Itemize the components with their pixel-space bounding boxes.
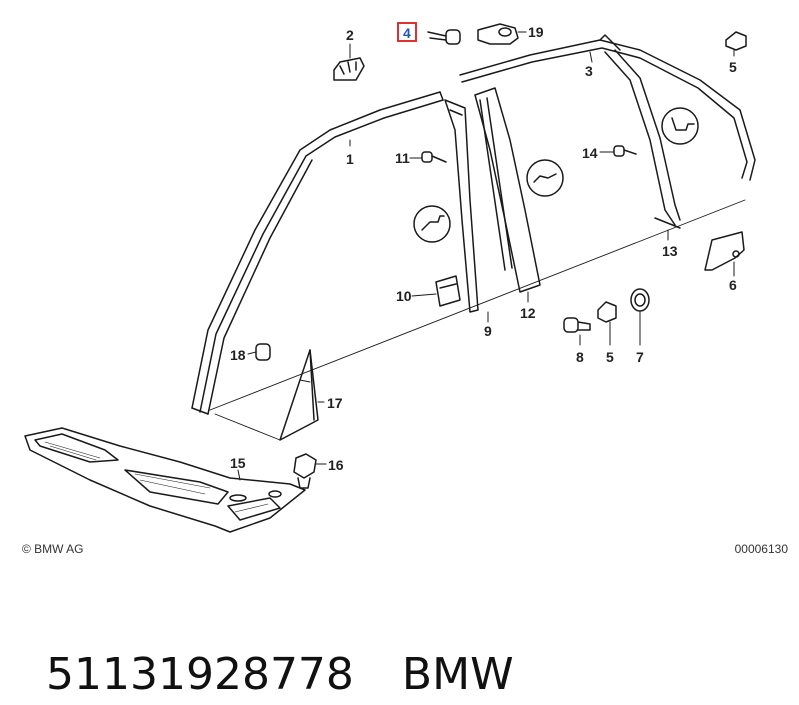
callout-18: 18 (230, 347, 246, 363)
part-13-window-channel (604, 49, 681, 229)
callout-1: 1 (346, 151, 354, 167)
part-7-grommet (630, 288, 650, 312)
part-5-plug-mid (597, 301, 617, 323)
part-14-screw (613, 145, 637, 157)
callout-15: 15 (230, 455, 246, 471)
callout-2: 2 (346, 27, 354, 43)
part-1-window-frame-trim (191, 91, 444, 415)
callout-14: 14 (582, 145, 598, 161)
part-4-screw (427, 29, 461, 45)
part-10-block (435, 275, 461, 307)
detail-circle-9 (413, 205, 451, 243)
callout-19: 19 (528, 24, 544, 40)
assembly-lines (209, 199, 746, 441)
callout-16: 16 (328, 457, 344, 473)
part-9-pillar-trim (444, 99, 479, 313)
part-number: 51131928778 (45, 649, 354, 700)
callout-11: 11 (395, 150, 410, 166)
part-18-spacer (255, 343, 271, 361)
part-17-triangle-cover (279, 349, 319, 441)
callout-13: 13 (662, 243, 678, 259)
part-2-clip (333, 43, 365, 81)
callout-labels: 1 2 3 4 5 5 6 7 8 9 10 11 12 13 14 15 16… (230, 24, 737, 473)
callout-5-top: 5 (729, 59, 737, 75)
parts-diagram: 1 2 3 4 5 5 6 7 8 9 10 11 12 13 14 15 16… (22, 22, 789, 556)
callout-10: 10 (396, 288, 412, 304)
copyright-text: © BMW AG (22, 542, 84, 556)
part-caption: 51131928778 BMW (18, 585, 788, 700)
part-12-pillar-cover (474, 87, 541, 293)
callout-8: 8 (576, 349, 584, 365)
callout-6: 6 (729, 277, 737, 293)
callout-4: 4 (403, 25, 411, 41)
part-19-grommet (477, 23, 527, 45)
part-11-screw (421, 151, 447, 163)
callout-12: 12 (520, 305, 536, 321)
callout-5-mid: 5 (606, 349, 614, 365)
part-3-upper-frame-seal (459, 34, 756, 181)
part-15-cowl-panel (24, 427, 306, 533)
part-6-bracket (704, 231, 745, 271)
leader-lines (237, 49, 735, 481)
drawing-number: 00006130 (735, 542, 789, 556)
callout-9: 9 (484, 323, 492, 339)
part-5-plug-top (725, 31, 747, 51)
callout-3: 3 (585, 63, 593, 79)
callout-17: 17 (327, 395, 343, 411)
detail-circle-12 (526, 159, 564, 197)
part-16-clip (293, 453, 317, 489)
part-8-bolt (563, 317, 591, 333)
part-brand: BMW (401, 649, 514, 700)
callout-7: 7 (636, 349, 644, 365)
callout-highlight-box (397, 22, 417, 42)
detail-circle-13 (661, 107, 699, 145)
